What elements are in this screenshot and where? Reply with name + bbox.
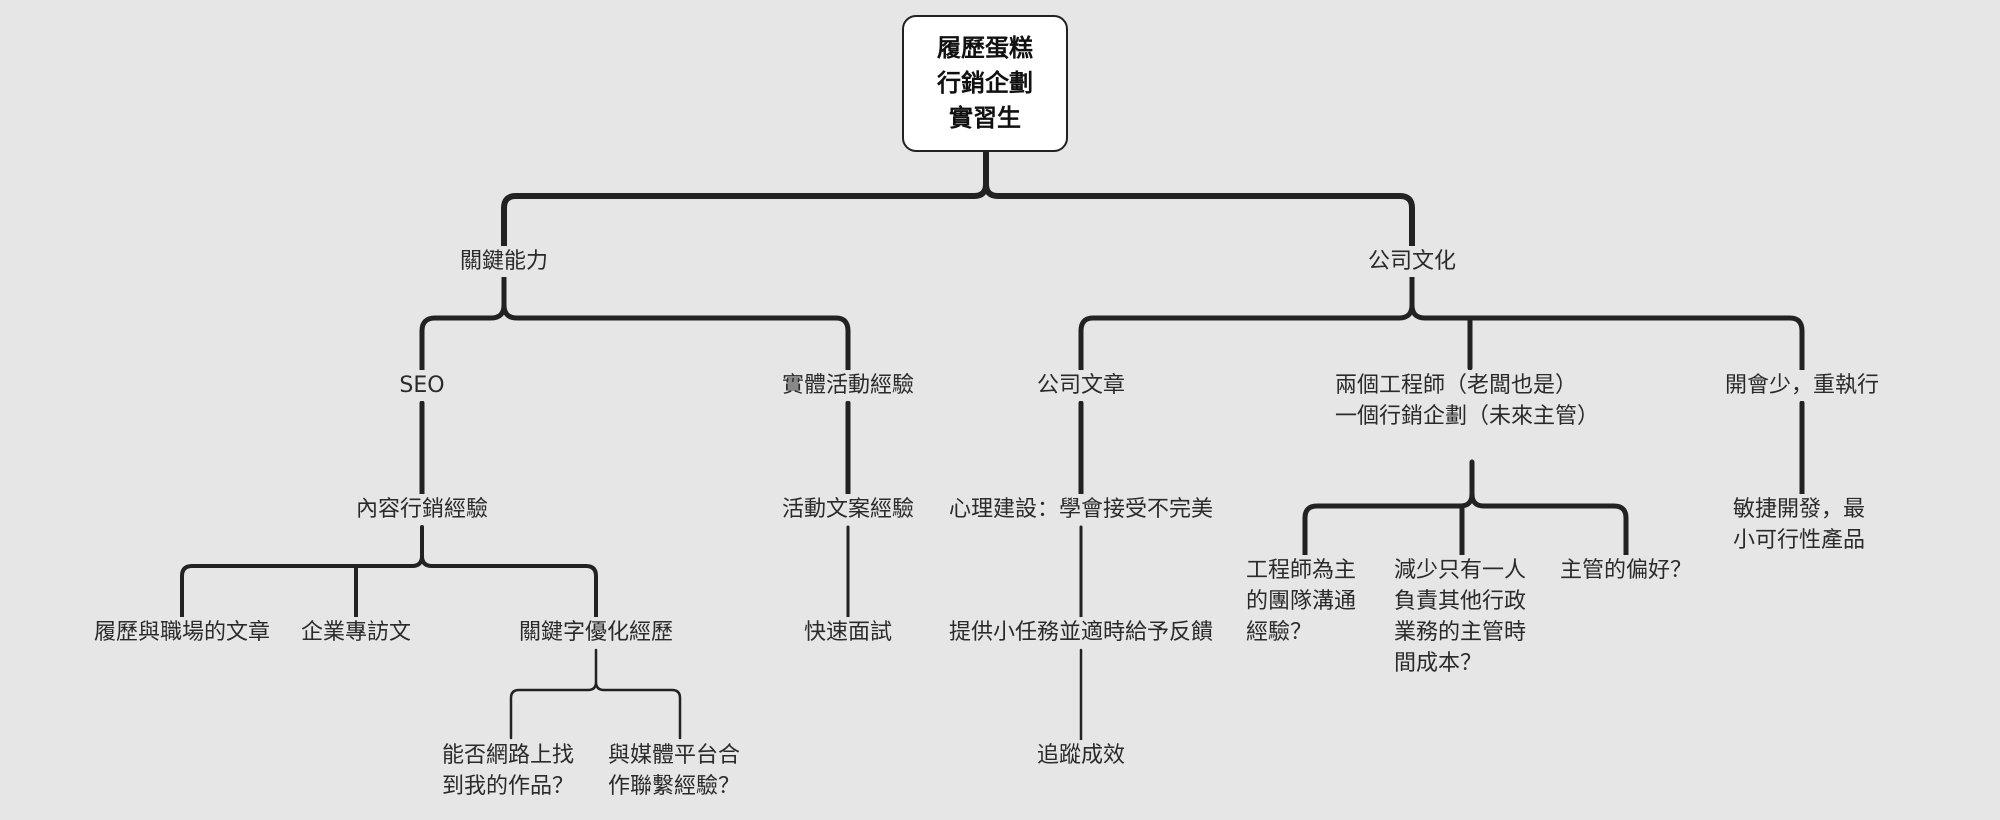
node-agile-dev: 敏捷開發，最小可行性產品 [1731, 494, 1881, 556]
root-line-1: 履歷蛋糕 [937, 34, 1033, 62]
edge-culture-children [1078, 274, 1805, 375]
root-node: 履歷蛋糕 行銷企劃 實習生 [902, 15, 1068, 152]
node-quick-interview: 快速面試 [801, 617, 895, 648]
node-physical-events: 實體活動經驗 [779, 370, 917, 401]
node-reduce-admin-cost: 減少只有一人負責其他行政業務的主管時間成本？ [1392, 555, 1542, 679]
node-resume-articles: 履歷與職場的文章 [91, 617, 273, 648]
node-track-results: 追蹤成效 [1034, 740, 1128, 771]
edge-root-branches [501, 149, 1415, 251]
root-line-3: 實習生 [949, 104, 1021, 132]
node-manager-preference: 主管的偏好？ [1557, 555, 1695, 586]
node-company-articles: 公司文章 [1034, 370, 1128, 401]
node-seo: SEO [397, 370, 447, 401]
edge-keyword-children [509, 648, 682, 740]
node-media-collab: 與媒體平台合作聯繫經驗？ [606, 740, 756, 802]
root-line-2: 行銷企劃 [937, 69, 1033, 97]
node-small-tasks: 提供小任務並適時給予反饋 [946, 617, 1216, 648]
node-event-copywriting: 活動文案經驗 [779, 494, 917, 525]
node-corporate-interviews: 企業專訪文 [298, 617, 414, 648]
node-two-engineers: 兩個工程師（老闆也是）一個行銷企劃（未來主管） [1333, 370, 1599, 432]
edge-content-children [180, 525, 598, 620]
node-psych-prep: 心理建設：學會接受不完美 [946, 494, 1216, 525]
node-key-ability: 關鍵能力 [457, 246, 551, 277]
node-few-meetings: 開會少，重執行 [1722, 370, 1882, 401]
node-company-culture: 公司文化 [1365, 246, 1459, 277]
node-content-marketing: 內容行銷經驗 [353, 494, 491, 525]
edge-engineers-children [1302, 459, 1629, 559]
node-keyword-optimization: 關鍵字優化經歷 [516, 617, 676, 648]
node-findable-online: 能否網路上找到我的作品？ [440, 740, 590, 802]
node-engineer-team-comm: 工程師為主的團隊溝通經驗？ [1244, 555, 1372, 648]
edge-key-ability-children [419, 274, 851, 375]
